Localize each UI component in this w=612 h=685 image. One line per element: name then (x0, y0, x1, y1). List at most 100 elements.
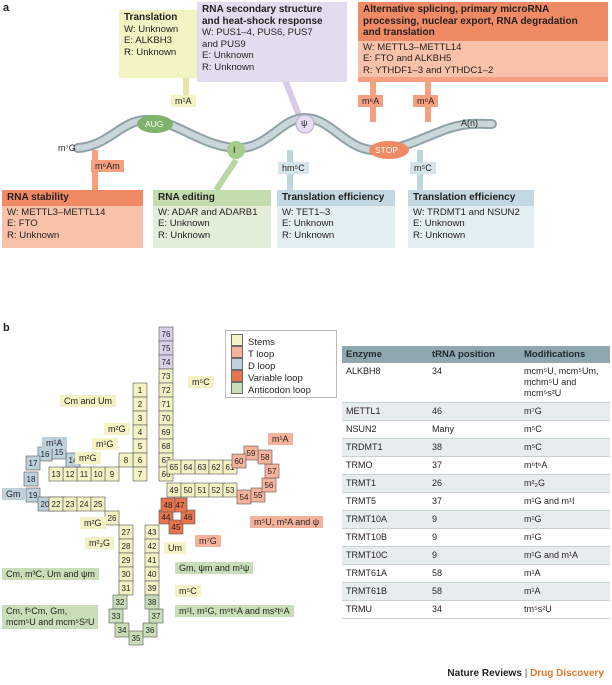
panel-b-label: b (3, 322, 10, 334)
box-title-line-1: Alternative splicing, primary microRNA (363, 4, 550, 15)
nucleotide-number: 36 (146, 626, 155, 635)
nucleotide-number: 28 (122, 542, 131, 551)
enzyme-cell: TRMT61B (342, 582, 428, 601)
position-cell: 38 (428, 438, 520, 457)
writer-line: W: PUS1–4, PUS6, PUS7 (202, 27, 313, 38)
box-title: Translation efficiency (413, 192, 516, 203)
nucleotide-number: 56 (265, 481, 274, 490)
polya-label: A(n) (461, 118, 479, 128)
modifications-cell: m⁷G (520, 402, 610, 421)
enzyme-cell: TRMT10C (342, 546, 428, 565)
writer-line: W: TRDMT1 and NSUN2 (413, 206, 520, 218)
nucleotide-box (90, 496, 106, 512)
enzyme-cell: TRDMT1 (342, 438, 428, 457)
nucleotide-number: 32 (116, 598, 125, 607)
nucleotide-box (114, 622, 130, 638)
nucleotide-number: 22 (52, 500, 61, 509)
mod-m6a-first: m⁶A (358, 95, 384, 107)
eraser-line: E: ALKBH3 (124, 35, 172, 47)
eraser-line: E: Unknown (282, 218, 334, 230)
nucleotide-number: 7 (138, 470, 143, 479)
journal-name: Nature Reviews (447, 668, 522, 679)
mod-m5c-lower: m⁵C (175, 585, 201, 597)
nucleotide-number: 44 (162, 513, 171, 522)
panel-a-label: a (3, 2, 10, 14)
modifications-cell: m¹A (520, 564, 610, 583)
mod-m1a-left: m¹A (42, 437, 67, 449)
mod-m22g: m²₂G (85, 537, 114, 549)
position-cell: 9 (428, 546, 520, 565)
mod-cm-f5-group: Cm, f⁵Cm, Gm, mcm⁵U and mcm⁵S²U (2, 605, 99, 629)
legend-label: Stems (248, 337, 275, 348)
modifications-cell: m¹G and m¹A (520, 546, 610, 565)
legend-variable-loop: Variable loop (231, 370, 303, 384)
enzyme-cell: TRMU (342, 600, 428, 619)
box-title-band: Alternative splicing, primary microRNA p… (358, 2, 608, 41)
nucleotide-number: 12 (66, 470, 75, 479)
position-cell: 9 (428, 528, 520, 547)
box-rna-secondary: RNA secondary structure and heat-shock r… (197, 2, 347, 82)
box-splicing: Alternative splicing, primary microRNA p… (358, 2, 608, 82)
box-title: Translation efficiency (282, 192, 385, 203)
mod-gm-left: Gm (2, 488, 25, 500)
enzyme-table: Enzyme tRNA position Modifications ALKBH… (342, 346, 610, 619)
box-body: W: METTL3–METTL14 E: FTO and ALKBH5 R: Y… (358, 40, 608, 78)
nucleotide-number: 2 (138, 400, 143, 409)
reader-line: R: Unknown (124, 46, 177, 58)
writer-line: W: METTL3–METTL14 (363, 41, 462, 53)
nucleotide-number: 72 (162, 386, 171, 395)
mod-gm-group: Gm, ψm and m¹ψ (175, 562, 254, 574)
enzyme-cell: TRMT10B (342, 528, 428, 547)
modifications-cell: mcm⁵U, mcm⁵Um, mchm⁵U and mcm⁵s²U (520, 363, 610, 403)
position-cell: 58 (428, 582, 520, 601)
box-rna-editing: RNA editing W: ADAR and ADARB1 E: Unknow… (153, 190, 271, 248)
modifications-cell: m¹G and m¹I (520, 492, 610, 511)
nucleotide-number: 40 (148, 570, 157, 579)
modifications-cell: m²₂G (520, 474, 610, 493)
writer-line: W: ADAR and ADARB1 (158, 206, 258, 218)
mod-cm-um: Cm and Um (60, 395, 117, 407)
nucleotide-number: 15 (55, 448, 64, 457)
modifications-cell: m⁶t⁶A (520, 456, 610, 475)
eraser-line: E: FTO (7, 218, 38, 230)
cap-label: m⁷G (58, 143, 76, 153)
nucleotide-number: 45 (172, 523, 181, 532)
mod-m7g: m⁷G (195, 535, 221, 547)
nucleotide-number: 59 (247, 449, 256, 458)
legend-stems: Stems (231, 334, 275, 348)
nucleotide-number: 68 (162, 442, 171, 451)
nucleotide-number: 6 (138, 456, 143, 465)
nucleotide-number: 16 (41, 450, 50, 459)
journal-section: Drug Discovery (530, 668, 604, 679)
stop-codon: STOP (375, 145, 398, 155)
legend-label: Anticodon loop (248, 385, 311, 396)
box-translation-efficiency-1: Translation efficiency W: TET1–3 E: Unkn… (277, 190, 395, 248)
eraser-line: E: Unknown (158, 218, 210, 230)
box-title-line-3: and translation (363, 27, 435, 38)
nucleotide-number: 75 (162, 344, 171, 353)
nucleotide-box (23, 471, 39, 487)
nucleotide-number: 58 (261, 453, 270, 462)
nucleotide-number: 39 (148, 584, 157, 593)
mod-m6am: m⁶Am (91, 160, 124, 172)
mod-um: Um (164, 542, 186, 554)
reader-line: R: Unknown (413, 229, 466, 241)
mod-m5c: m⁵C (410, 162, 436, 174)
mod-cm-f5-line-2: mcm⁵U and mcm⁵S²U (6, 617, 95, 627)
modifications-cell: m⁵C (520, 438, 610, 457)
box-title-band: RNA stability (2, 190, 143, 206)
mod-m1a-right: m¹A (268, 433, 293, 445)
nucleotide-box (180, 509, 196, 525)
nucleotide-number: 29 (122, 556, 131, 565)
nucleotide-number: 20 (41, 500, 50, 509)
nucleotide-box (25, 455, 41, 471)
nucleotide-number: 71 (162, 400, 171, 409)
nucleotide-number: 4 (138, 428, 143, 437)
nucleotide-number: 37 (152, 612, 161, 621)
nucleotide-number: 38 (148, 598, 157, 607)
nucleotide-number: 57 (268, 467, 277, 476)
mod-hm5c: hm⁵C (278, 162, 309, 174)
